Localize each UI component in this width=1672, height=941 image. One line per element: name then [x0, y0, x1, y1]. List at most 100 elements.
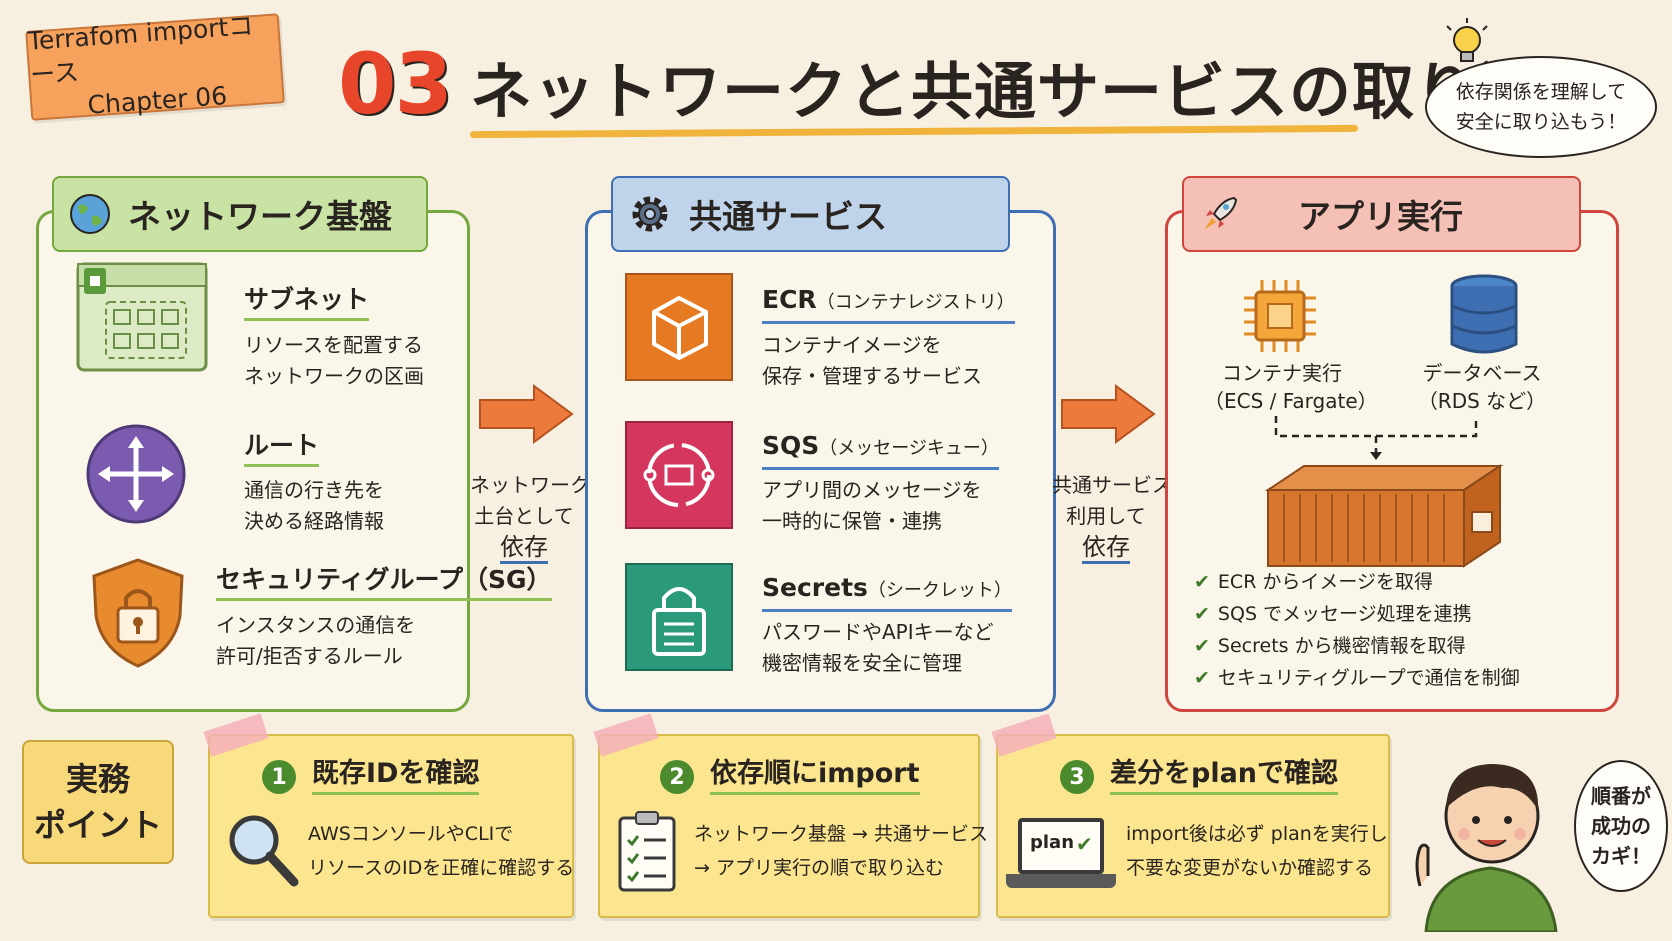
- point-number-3: 3: [1060, 760, 1094, 794]
- container-sub: （ECS / Fargate）: [1204, 389, 1378, 413]
- dep2-line2: 利用して: [1066, 504, 1146, 528]
- secrets-icon: [625, 563, 733, 671]
- tip-line1: 依存関係を理解して: [1455, 81, 1627, 103]
- ecr-icon: [625, 273, 733, 381]
- laptop-base: [1006, 874, 1116, 888]
- point-number-1: 1: [262, 760, 296, 794]
- point-title-2: 依存順にimport: [710, 756, 920, 795]
- kid-line1: 順番が: [1591, 784, 1651, 808]
- check-icon: ✔: [1194, 571, 1210, 593]
- clipboard-checklist-icon: [618, 811, 676, 892]
- ecr-desc1: コンテナイメージを: [762, 333, 942, 357]
- subnet-desc2: ネットワークの区画: [244, 364, 424, 388]
- point-number-2: 2: [660, 760, 694, 794]
- check-item-4: ✔ セキュリティグループで通信を制御: [1194, 662, 1520, 694]
- sqs-desc2: 一時的に保管・連携: [762, 509, 942, 533]
- sqs-name: SQS: [762, 431, 820, 460]
- shield-lock-icon: [92, 558, 184, 668]
- arrow-right-icon: [479, 384, 574, 444]
- point-desc-2b: → アプリ実行の順で取り込む: [694, 857, 944, 879]
- route-icon: [86, 424, 186, 524]
- app-title-text: アプリ実行: [1298, 197, 1463, 236]
- check-icon: ✔: [1076, 832, 1093, 856]
- ecr-sub: （コンテナレジストリ）: [816, 292, 1015, 313]
- boy-character-icon: [1415, 764, 1558, 932]
- ecr-desc2: 保存・管理するサービス: [762, 364, 982, 388]
- network-title-text: ネットワーク基盤: [128, 197, 392, 236]
- dependency-label-1: ネットワークを 土台として 依存: [470, 470, 610, 564]
- secrets-desc2: 機密情報を安全に管理: [762, 651, 962, 675]
- sqs-icon: [625, 421, 733, 529]
- tip-bubble: 依存関係を理解して 安全に取り込もう！: [1425, 56, 1657, 158]
- dep2-line3: 依存: [1082, 533, 1130, 564]
- db-label: データベース: [1422, 361, 1542, 385]
- check-item-3: ✔ Secrets から機密情報を取得: [1194, 630, 1466, 662]
- route-title: ルート: [244, 430, 320, 467]
- section-number: 03: [338, 35, 453, 133]
- route-desc2: 決める経路情報: [244, 509, 384, 533]
- magnifier-icon: [229, 815, 299, 887]
- dep1-line2: 土台として: [474, 504, 574, 528]
- dependency-label-2: 共通サービスを 利用して 依存: [1052, 470, 1192, 564]
- laptop-screen: plan ✔: [1018, 818, 1104, 874]
- sg-title: セキュリティグループ（SG）: [216, 564, 552, 601]
- page-title: ネットワークと共通サービスの取り込み: [470, 55, 1605, 128]
- services-title-text: 共通サービス: [689, 197, 887, 236]
- kid-line3: カギ！: [1591, 844, 1651, 868]
- lightbulb-icon: [1446, 18, 1488, 62]
- course-tag: Terrafom importコース Chapter 06: [25, 11, 285, 121]
- secrets-name: Secrets: [762, 573, 868, 602]
- check-item-2: ✔SQS でメッセージ処理を連携: [1194, 598, 1472, 630]
- subnet-icon: [76, 262, 208, 372]
- kid-line2: 成功の: [1591, 814, 1651, 838]
- point-title-3: 差分をplanで確認: [1110, 756, 1339, 795]
- check-text-2: SQS でメッセージ処理を連携: [1217, 603, 1472, 625]
- dep1-line3: 依存: [500, 533, 548, 564]
- check-icon: ✔: [1194, 635, 1210, 657]
- subnet-title: サブネット: [244, 284, 370, 321]
- sqs-desc1: アプリ間のメッセージを: [762, 478, 982, 502]
- subnet-desc1: リソースを配置する: [244, 333, 423, 357]
- check-icon: ✔: [1194, 667, 1210, 689]
- check-text-4: セキュリティグループで通信を制御: [1217, 667, 1520, 689]
- route-desc1: 通信の行き先を: [244, 478, 384, 502]
- db-sub: （RDS など）: [1417, 389, 1547, 413]
- kid-speech-bubble: 順番が 成功の カギ！: [1574, 760, 1668, 892]
- practice-line2: ポイント: [33, 806, 162, 844]
- secrets-title: Secrets（シークレット）: [762, 572, 1012, 612]
- app-panel-title: アプリ実行: [1182, 176, 1581, 252]
- container-label: コンテナ実行: [1222, 361, 1342, 385]
- laptop-icon: plan ✔: [1006, 818, 1116, 896]
- sg-desc2: 許可/拒否するルール: [216, 644, 403, 668]
- point-desc-1a: AWSコンソールやCLIで: [308, 823, 514, 845]
- secrets-sub: （シークレット）: [867, 580, 1012, 601]
- globe-icon: [70, 194, 110, 234]
- sqs-sub: （メッセージキュー）: [819, 438, 999, 459]
- database-icon: [1450, 274, 1518, 354]
- rocket-icon: [1204, 196, 1238, 230]
- chip-icon: [1244, 280, 1316, 352]
- course-name: Terrafom importコース: [26, 11, 255, 90]
- connector-lines: [1274, 416, 1478, 460]
- point-desc-3a: import後は必ず planを実行し: [1126, 823, 1388, 845]
- point-desc-3b: 不要な変更がないか確認する: [1126, 857, 1374, 879]
- point-desc-2a: ネットワーク基盤 → 共通サービス: [694, 823, 988, 845]
- sqs-title: SQS（メッセージキュー）: [762, 430, 999, 470]
- secrets-desc1: パスワードやAPIキーなど: [762, 620, 994, 644]
- tip-line2: 安全に取り込もう！: [1455, 111, 1627, 133]
- ecr-name: ECR: [762, 285, 817, 314]
- dep1-line1: ネットワークを: [470, 473, 610, 497]
- check-item-1: ✔ECR からイメージを取得: [1194, 566, 1433, 598]
- network-panel-title: ネットワーク基盤: [52, 176, 428, 252]
- laptop-screen-text: plan: [1030, 832, 1075, 853]
- ecr-title: ECR（コンテナレジストリ）: [762, 284, 1015, 324]
- arrow-right-icon: [1061, 384, 1156, 444]
- shipping-container-icon: [1264, 464, 1504, 568]
- practice-line1: 実務: [65, 760, 130, 798]
- dep2-line1: 共通サービスを: [1052, 473, 1192, 497]
- check-text-3: Secrets から機密情報を取得: [1217, 635, 1466, 657]
- point-desc-1b: リソースのIDを正確に確認する: [308, 857, 575, 879]
- sg-desc1: インスタンスの通信を: [216, 613, 416, 637]
- point-title-1: 既存IDを確認: [312, 756, 480, 795]
- gear-icon: [632, 196, 668, 232]
